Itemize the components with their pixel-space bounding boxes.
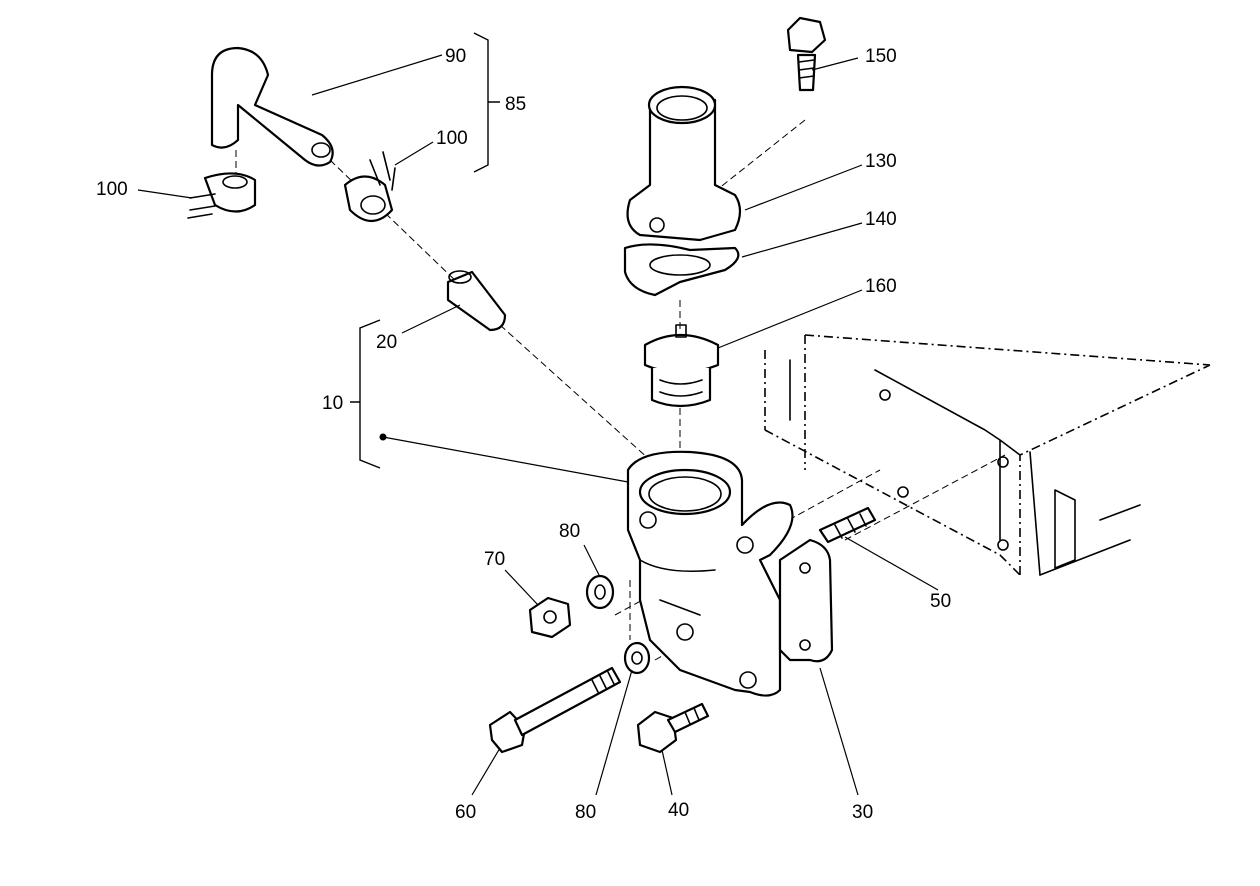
washer-80-upper [585,574,615,610]
callout-90: 90 [445,46,466,67]
callout-80-lower: 80 [575,802,596,823]
thermostat-housing-10 [626,450,794,697]
callout-100-right: 100 [436,128,468,149]
stud-50 [818,506,877,544]
bolt-40 [636,702,710,754]
gasket-30 [778,538,834,663]
callout-50: 50 [930,591,951,612]
callout-140: 140 [865,209,897,230]
pipe-20 [446,270,507,332]
nut-70 [528,596,572,639]
hose-90 [210,46,334,167]
leader-lines [137,54,939,796]
engine-block [764,334,1211,576]
thermostat-cover-130 [626,85,742,242]
callout-30: 30 [852,802,873,823]
callout-80-upper: 80 [559,521,580,542]
bolt-60 [488,666,622,754]
callout-70: 70 [484,549,505,570]
callout-85: 85 [505,94,526,115]
washer-80-lower [623,641,651,675]
hose-clamp-100-left [187,172,257,219]
bracket-10 [350,319,381,469]
callout-160: 160 [865,276,897,297]
bracket-85 [473,32,500,173]
callout-150: 150 [865,46,897,67]
gasket-140 [623,243,740,297]
callout-labels: 90 85 100 100 150 130 140 160 20 10 80 7… [96,46,951,823]
callout-20: 20 [376,332,397,353]
callout-130: 130 [865,151,897,172]
callout-60: 60 [455,802,476,823]
callout-10: 10 [322,393,343,414]
bolt-150 [786,16,827,92]
thermostat-160 [643,324,720,408]
callout-40: 40 [668,800,689,821]
hose-clamp-100-right [343,151,396,223]
callout-100-left: 100 [96,179,128,200]
